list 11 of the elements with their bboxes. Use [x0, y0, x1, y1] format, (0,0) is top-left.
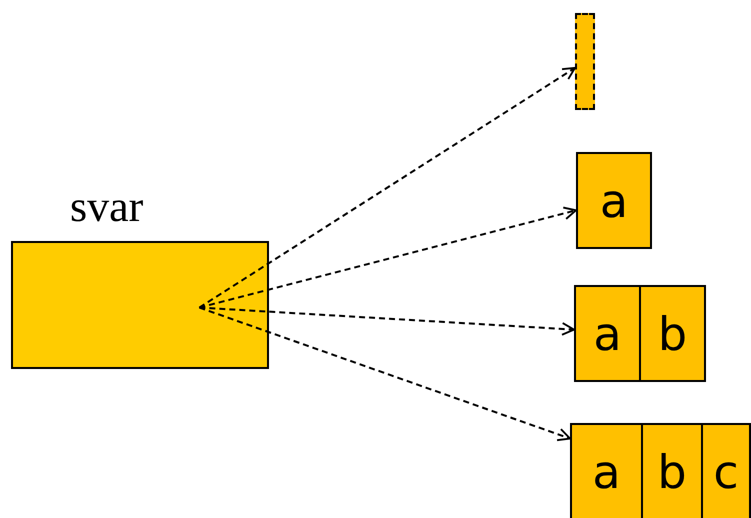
pointer-arrow: [199, 306, 571, 442]
array-element: a: [576, 152, 652, 249]
pointer-arrow: [198, 66, 576, 308]
array-element: c: [701, 425, 749, 518]
array-box: [574, 285, 706, 382]
empty-slot-bar: [575, 13, 595, 110]
array-box: [570, 423, 751, 518]
array-element: b: [641, 425, 701, 518]
pointer-arrow: [199, 306, 575, 336]
pointer-arrow: [199, 206, 577, 309]
variable-name: svar: [70, 185, 144, 229]
